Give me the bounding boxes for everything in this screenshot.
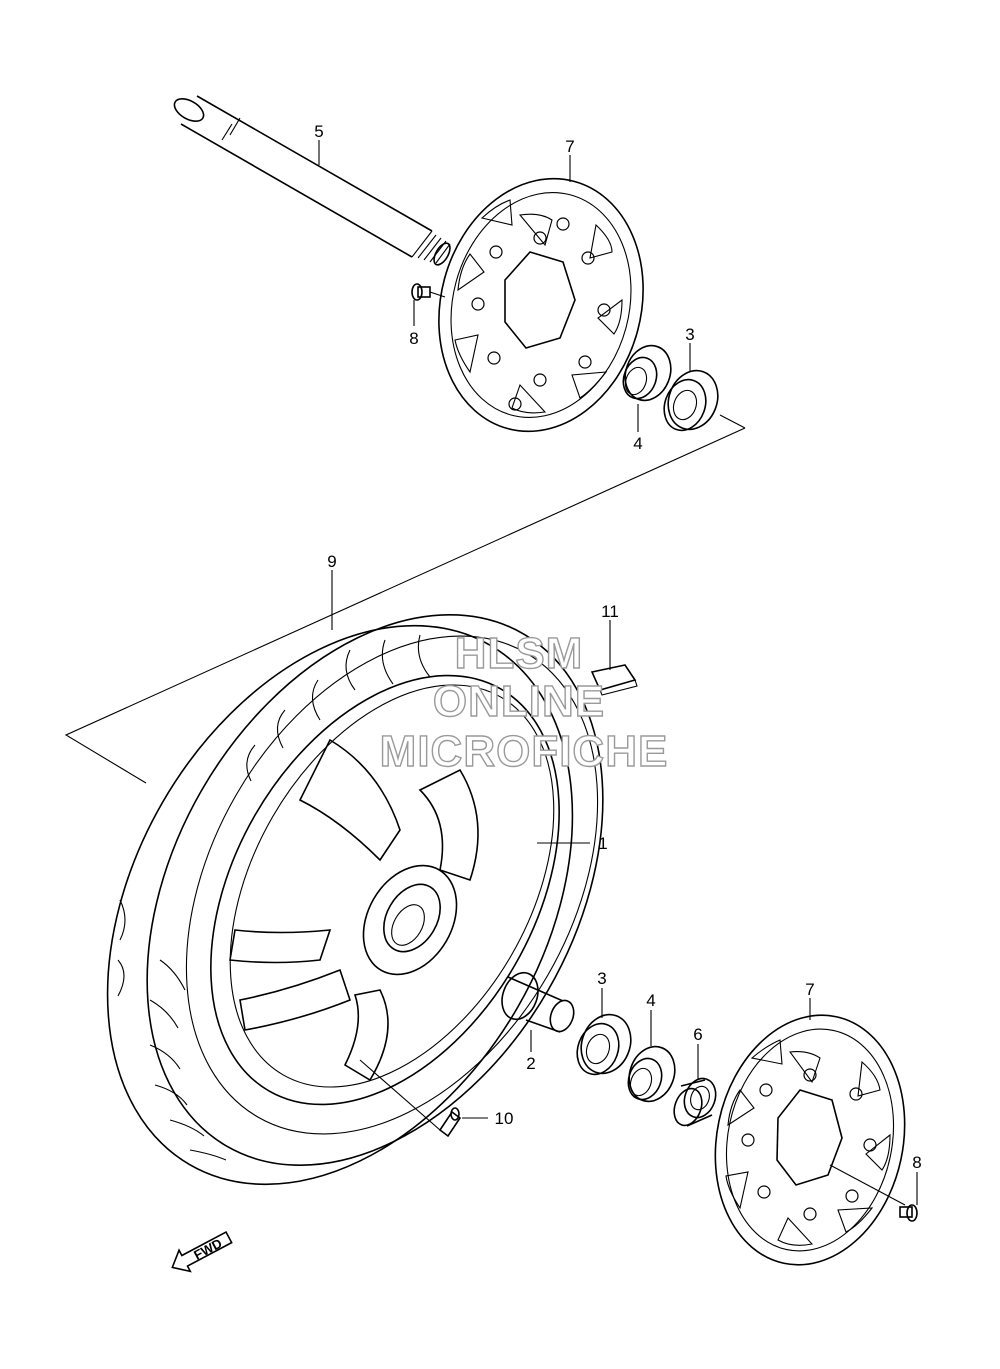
watermark-line-1: HLSM	[455, 629, 584, 678]
watermark: HLSM ONLINE MICROFICHE	[379, 628, 669, 776]
leader-lines	[318, 140, 918, 1205]
wheel-spacer	[501, 971, 575, 1033]
callout-7-bottom: 7	[805, 980, 814, 999]
callout-4-bottom: 4	[646, 991, 655, 1010]
callout-2: 2	[526, 1054, 535, 1073]
callout-4-top: 4	[633, 434, 642, 453]
callout-1: 1	[598, 834, 607, 853]
fwd-arrow: FWD	[171, 1230, 233, 1273]
callout-3-bottom: 3	[597, 969, 606, 988]
balancer-weight	[590, 664, 638, 696]
watermark-line-3: MICROFICHE	[380, 727, 669, 776]
watermark-line-2: ONLINE	[433, 677, 605, 726]
collar-spacer	[673, 1077, 717, 1127]
disc-bolt-upper	[411, 283, 446, 301]
brake-disc-upper	[438, 177, 644, 433]
section-divider	[64, 414, 746, 784]
callout-5: 5	[314, 122, 323, 141]
fwd-label: FWD	[191, 1235, 224, 1262]
bearing-upper	[663, 369, 719, 432]
front-tire	[106, 614, 604, 1186]
callout-8-bottom: 8	[912, 1153, 921, 1172]
callout-3-top: 3	[685, 325, 694, 344]
callout-9: 9	[327, 552, 336, 571]
brake-disc-lower	[714, 1014, 906, 1266]
front-wheel-rim	[210, 674, 560, 1106]
callout-labels: 5 7 8 3 4 9 11 1 2 3 4 6 7 8 10	[314, 122, 921, 1172]
wheel-hub	[362, 864, 458, 976]
callout-6: 6	[693, 1025, 702, 1044]
front-axle	[173, 95, 451, 266]
disc-bolt-lower	[829, 1164, 918, 1222]
tire-valve	[359, 1059, 462, 1138]
callout-10: 10	[495, 1109, 514, 1128]
oil-seal-lower	[627, 1045, 676, 1103]
callout-8-top: 8	[409, 329, 418, 348]
oil-seal-upper	[622, 344, 672, 402]
bearing-lower	[576, 1013, 632, 1076]
callout-7-top: 7	[565, 137, 574, 156]
callout-11: 11	[601, 602, 619, 621]
